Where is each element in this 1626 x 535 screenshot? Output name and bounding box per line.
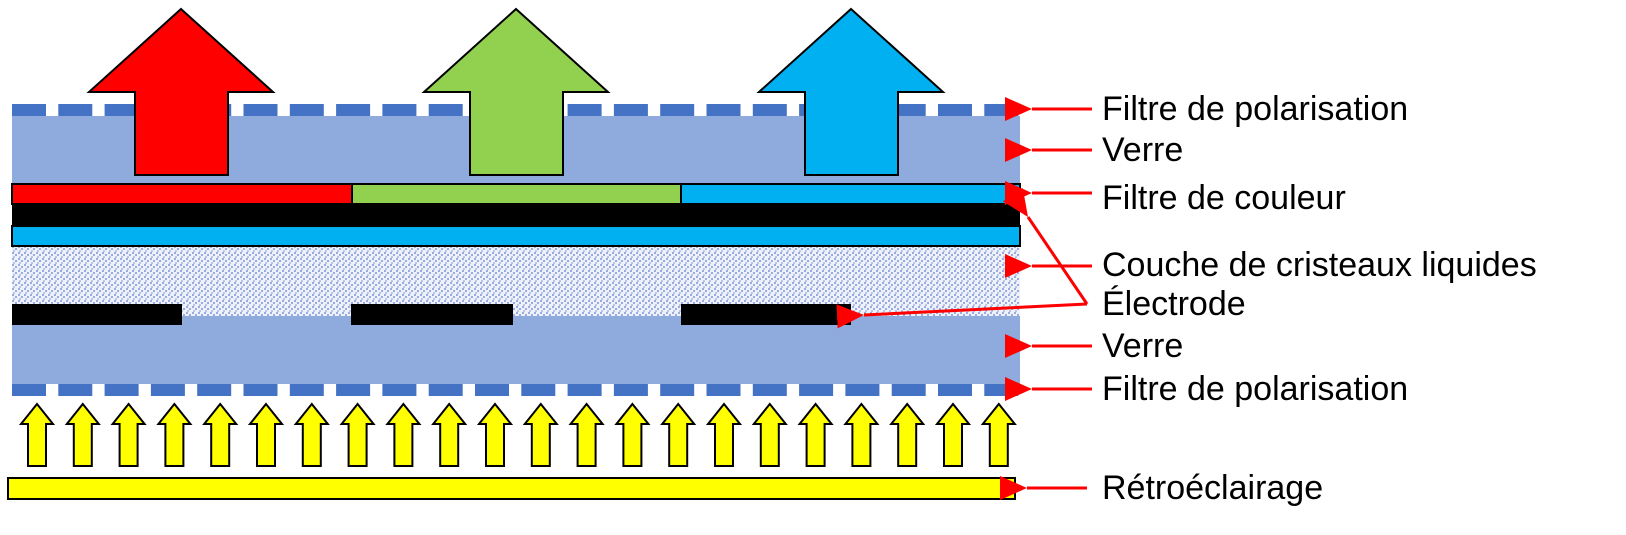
polarizer-dash	[289, 384, 324, 396]
backlight-up-arrow-icon	[339, 402, 376, 467]
polarizer-dash	[567, 104, 602, 116]
polarizer-dash	[382, 104, 417, 116]
backlight-up-arrow-icon	[522, 402, 559, 467]
polarizer-dash	[475, 384, 509, 396]
pointer-arrow-icon	[836, 302, 1088, 329]
backlight-up-arrow-icon	[64, 402, 101, 467]
alignment-layer	[11, 225, 1021, 247]
backlight-up-arrow-icon	[293, 402, 330, 467]
red-light-up-arrow-icon	[86, 7, 276, 176]
color-filter-green	[351, 183, 682, 205]
polarizer-dash	[938, 104, 972, 116]
pixel-electrode-1	[12, 304, 182, 325]
pixel-electrode-2	[351, 304, 513, 325]
backlight-up-arrow-icon	[660, 402, 697, 467]
label-backlight: Rétroéclairage	[1102, 469, 1323, 507]
polarizer-dash	[243, 104, 278, 116]
polarizer-dash	[197, 384, 232, 396]
polarizer-dash	[12, 104, 46, 116]
backlight-up-arrow-icon	[202, 402, 239, 467]
backlight-up-arrow-icon	[247, 402, 285, 467]
polarizer-dash	[104, 104, 139, 116]
polarizer-dash	[428, 384, 463, 396]
color-filter-red	[11, 183, 353, 205]
polarizer-dash	[660, 384, 695, 396]
backlight-up-arrow-icon	[797, 402, 834, 467]
polarizer-dash	[752, 104, 787, 116]
polarizer-bottom-layer	[12, 384, 1019, 396]
polarizer-dash	[660, 104, 695, 116]
polarizer-dash	[58, 104, 93, 116]
pointer-arrows	[836, 97, 1092, 500]
polarizer-dash	[891, 384, 926, 396]
label-glass-bottom: Verre	[1102, 327, 1183, 365]
polarizer-dash	[984, 104, 1019, 116]
common-electrode	[12, 204, 1020, 226]
label-polarizer-bottom: Filtre de polarisation	[1102, 370, 1408, 408]
backlight-up-arrow-icon	[843, 402, 880, 467]
label-polarizer-top: Filtre de polarisation	[1102, 90, 1408, 128]
blue-light-up-arrow-icon	[756, 7, 946, 176]
backlight-up-arrow-icon	[431, 402, 468, 467]
polarizer-dash	[613, 384, 648, 396]
backlight-up-arrow-icon	[614, 402, 651, 467]
label-liquid-crystal: Couche de cristeaux liquides	[1102, 246, 1537, 284]
polarizer-dash	[706, 384, 741, 396]
polarizer-dash	[521, 384, 556, 396]
polarizer-dash	[12, 384, 46, 396]
pointer-arrow-icon	[1002, 187, 1089, 305]
backlight-up-arrow-icon	[18, 402, 56, 467]
backlight-up-arrow-icon	[751, 402, 788, 467]
polarizer-dash	[428, 104, 463, 116]
polarizer-dash	[845, 384, 880, 396]
polarizer-dash	[984, 384, 1019, 396]
polarizer-dash	[891, 104, 926, 116]
backlight-up-arrow-icon	[934, 402, 972, 467]
polarizer-dash	[104, 384, 139, 396]
polarizer-dash	[336, 104, 371, 116]
glass-bottom-layer	[12, 316, 1020, 384]
backlight-up-arrow-icon	[705, 402, 743, 467]
polarizer-dash	[706, 104, 741, 116]
backlight-up-arrow-icon	[156, 402, 193, 467]
backlight-up-arrow-icon	[110, 402, 147, 467]
pixel-electrode-3	[681, 304, 851, 325]
backlight-up-arrow-icon	[980, 402, 1017, 467]
polarizer-dash	[382, 384, 417, 396]
polarizer-dash	[336, 384, 371, 396]
backlight-up-arrow-icon	[385, 402, 422, 467]
polarizer-dash	[799, 384, 834, 396]
backlight-up-arrow-icon	[568, 402, 605, 467]
polarizer-dash	[752, 384, 787, 396]
polarizer-dash	[243, 384, 278, 396]
polarizer-dash	[613, 104, 648, 116]
backlight-panel	[7, 477, 1016, 500]
backlight-up-arrow-icon	[476, 402, 514, 467]
backlight-up-arrow-icon	[889, 402, 926, 467]
green-light-up-arrow-icon	[421, 7, 611, 176]
label-color-filter: Filtre de couleur	[1102, 179, 1346, 217]
polarizer-dash	[150, 384, 185, 396]
label-glass-top: Verre	[1102, 131, 1183, 169]
color-filter-blue	[680, 183, 1021, 205]
polarizer-dash	[58, 384, 93, 396]
polarizer-dash	[938, 384, 972, 396]
polarizer-dash	[289, 104, 324, 116]
polarizer-dash	[567, 384, 602, 396]
backlight-arrows	[18, 402, 1017, 467]
label-electrode: Électrode	[1102, 285, 1246, 323]
